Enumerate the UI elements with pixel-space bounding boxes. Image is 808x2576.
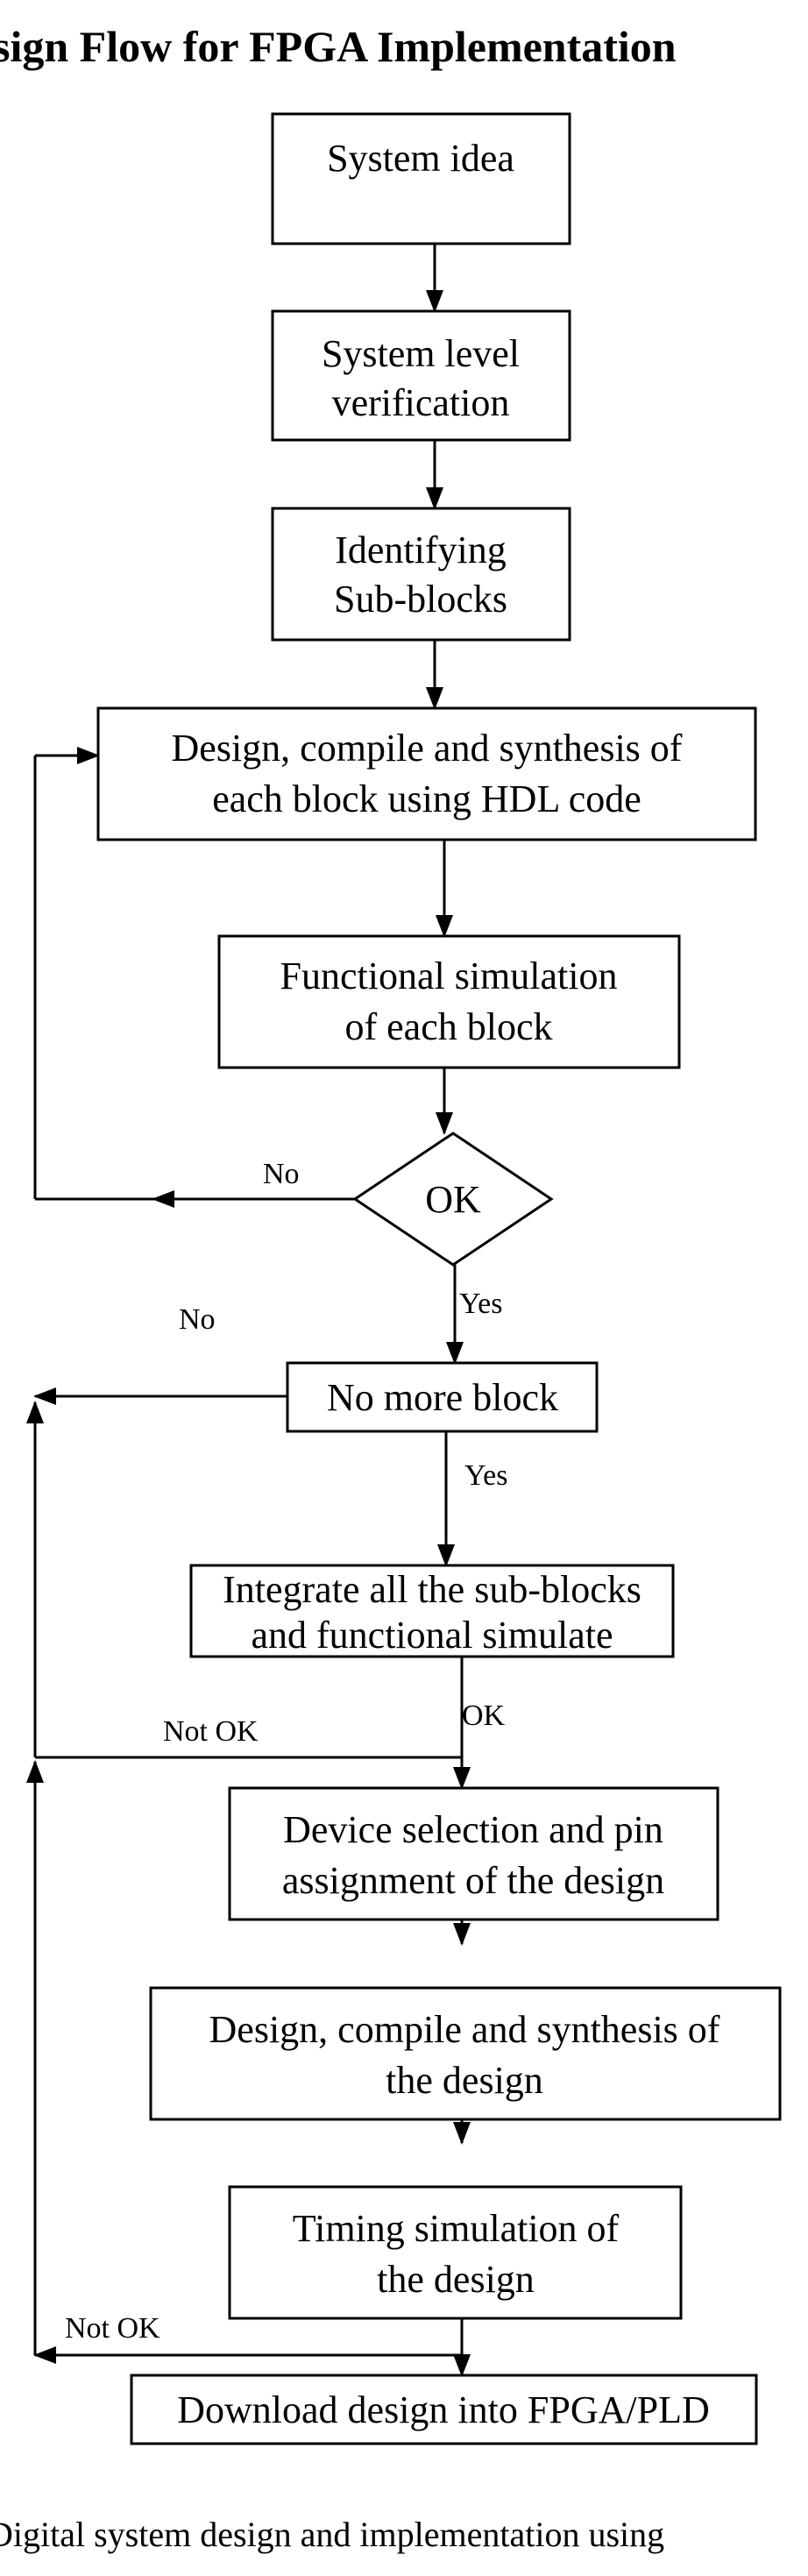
node-ok-decision-label: OK <box>425 1178 481 1221</box>
node-download-label: Download design into FPGA/PLD <box>177 2388 709 2431</box>
node-system-verification-line-1: System level <box>322 332 520 375</box>
node-functional-sim-line-1: Functional simulation <box>280 954 618 997</box>
node-system-idea-line-1: System idea <box>327 137 514 180</box>
node-identify-subblocks-line-2: Sub-blocks <box>334 578 507 621</box>
label-ok-yes: Yes <box>459 1288 502 1320</box>
node-system-verification-line-2: verification <box>332 381 510 424</box>
node-design-compile-line-2: the design <box>386 2059 543 2102</box>
node-integrate-line-1: Integrate all the sub-blocks <box>223 1568 641 1611</box>
node-design-each-block-line-1: Design, compile and synthesis of <box>172 727 683 770</box>
node-no-more-block-label: No more block <box>327 1376 558 1419</box>
node-timing-sim-line-1: Timing simulation of <box>293 2207 620 2250</box>
node-integrate: Integrate all the sub-blocks and functio… <box>189 1564 675 1658</box>
node-no-more-block: No more block <box>286 1361 599 1433</box>
diagram-title: sign Flow for FPGA Implementation <box>0 22 677 71</box>
label-nomore-yes: Yes <box>464 1459 507 1492</box>
node-system-idea: System idea <box>271 112 571 245</box>
node-functional-sim-line-2: of each block <box>345 1005 553 1048</box>
label-integrate-not-ok: Not OK <box>163 1715 259 1748</box>
node-design-each-block: Design, compile and synthesis of each bl… <box>96 706 757 841</box>
node-download: Download design into FPGA/PLD <box>130 2374 758 2445</box>
node-timing-sim-line-2: the design <box>377 2258 535 2301</box>
node-identify-subblocks: Identifying Sub-blocks <box>271 507 571 642</box>
node-timing-sim: Timing simulation of the design <box>228 2185 683 2320</box>
node-device-selection-line-1: Device selection and pin <box>283 1808 663 1851</box>
node-device-selection-line-2: assignment of the design <box>282 1859 664 1902</box>
edge-labels: No Yes No Yes Not OK OK Not OK <box>65 1158 507 2345</box>
node-design-compile: Design, compile and synthesis of the des… <box>149 1986 782 2121</box>
label-ok-no: No <box>263 1158 300 1190</box>
node-design-each-block-line-2: each block using HDL code <box>212 777 641 820</box>
node-integrate-line-2: and functional simulate <box>252 1614 613 1657</box>
label-nomore-no: No <box>179 1303 216 1336</box>
figure-caption: Digital system design and implementation… <box>0 2515 664 2554</box>
node-identify-subblocks-line-1: Identifying <box>335 529 507 571</box>
node-device-selection: Device selection and pin assignment of t… <box>228 1786 719 1921</box>
label-integrate-ok: OK <box>462 1700 506 1732</box>
node-functional-sim: Functional simulation of each block <box>217 934 681 1069</box>
node-system-verification: System level verification <box>271 309 571 442</box>
node-design-compile-line-1: Design, compile and synthesis of <box>209 2008 720 2051</box>
label-timing-not-ok: Not OK <box>65 2312 160 2345</box>
node-ok-decision: OK <box>352 1132 554 1267</box>
